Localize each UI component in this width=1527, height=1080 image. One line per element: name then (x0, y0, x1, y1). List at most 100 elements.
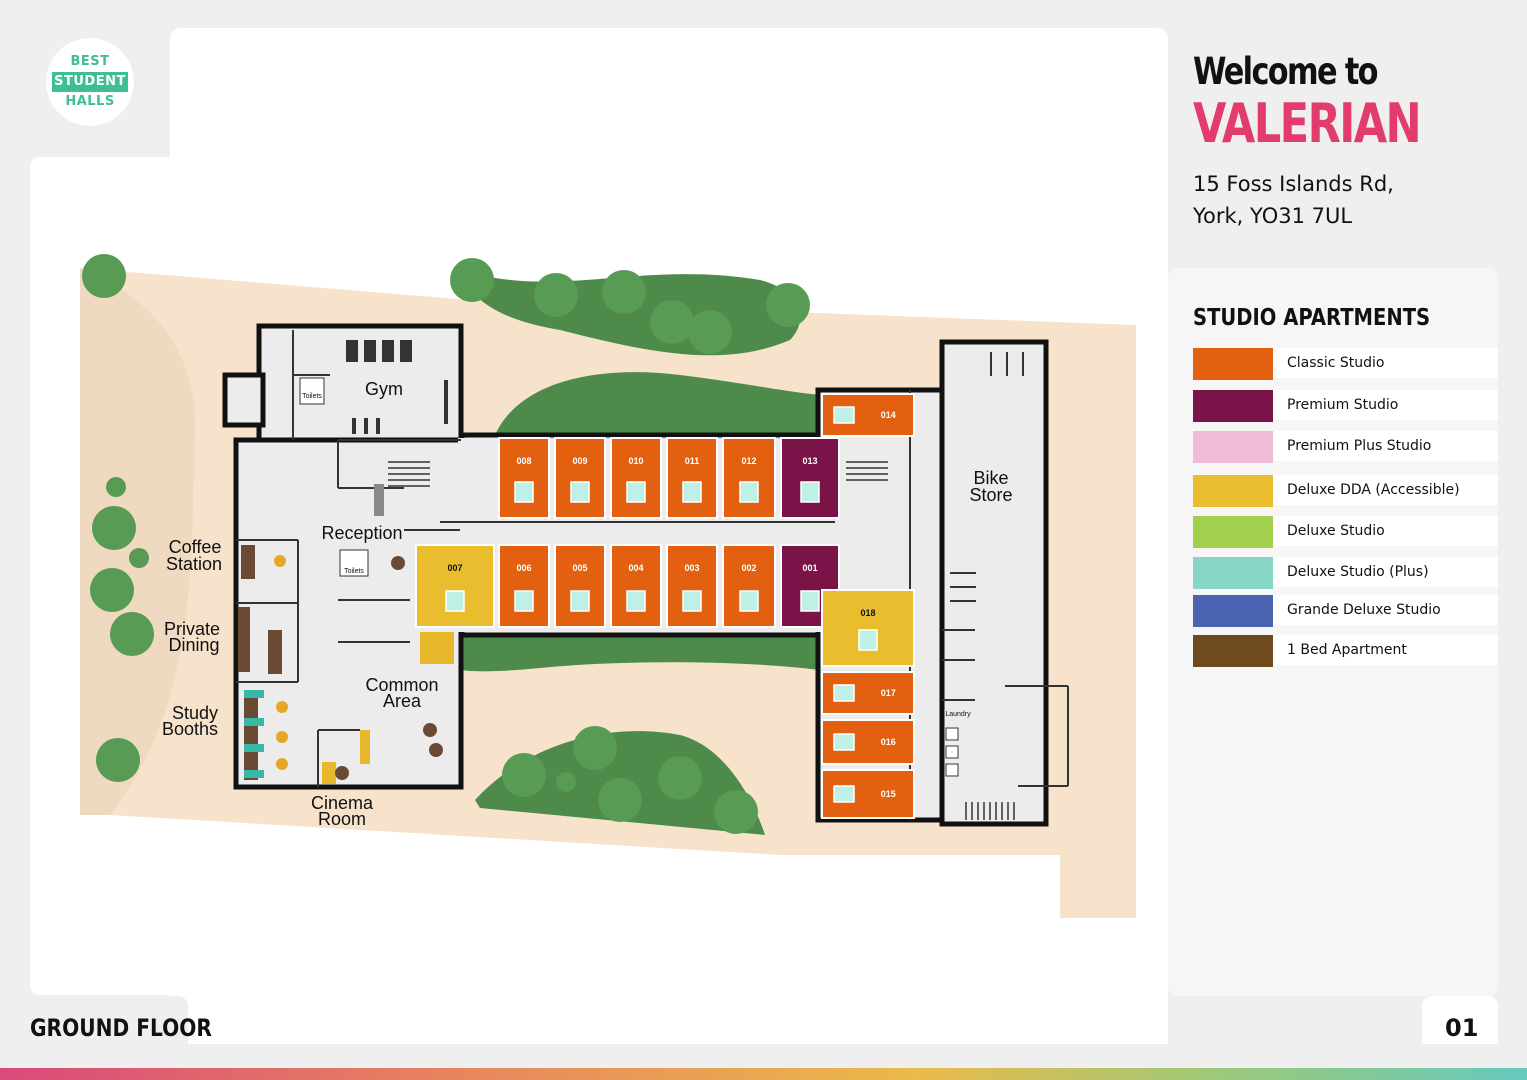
legend-item: Classic Studio (1193, 348, 1498, 380)
studio-room[interactable]: 018 (821, 589, 915, 667)
private-dining-label: Private (164, 619, 220, 639)
legend-label: Deluxe Studio (Plus) (1273, 557, 1498, 587)
weights-icon (376, 418, 380, 434)
laundry-machine-icon (945, 727, 959, 741)
room-number-label: 013 (802, 456, 817, 466)
sofa-icon (420, 632, 454, 664)
room-number-label: 017 (881, 688, 896, 698)
studio-room[interactable]: 008 (498, 437, 550, 519)
studio-room-fill (554, 437, 606, 519)
legend-label: 1 Bed Apartment (1273, 635, 1498, 665)
table-icon (276, 758, 288, 770)
studio-room[interactable]: 017 (821, 671, 915, 715)
studio-room[interactable]: 011 (666, 437, 718, 519)
tree-icon (110, 612, 154, 656)
logo-text-best: BEST (70, 54, 110, 69)
tree-icon (714, 790, 758, 834)
coffee-station-label: Coffee (169, 537, 222, 557)
studio-room[interactable]: 009 (554, 437, 606, 519)
studio-room[interactable]: 015 (821, 769, 915, 819)
page-number: 01 (1445, 1014, 1479, 1042)
legend-swatch (1193, 516, 1273, 548)
kitchen-counter-icon (238, 607, 250, 672)
area-labels: Gym Reception Coffee Station Private Din… (162, 379, 1013, 829)
table-icon (335, 766, 349, 780)
lawn-middle (462, 635, 820, 672)
bed-icon (570, 481, 590, 503)
weights-icon (364, 418, 368, 434)
bed-icon (833, 406, 855, 424)
laundry-label: Laundry (945, 711, 971, 718)
studio-room-fill (780, 437, 840, 519)
building-name: VALERIAN (1193, 92, 1422, 155)
page-number-panel (1422, 996, 1498, 1044)
furniture (238, 545, 959, 784)
legend-item: Deluxe Studio (Plus) (1193, 557, 1498, 589)
studio-room[interactable]: 005 (554, 544, 606, 628)
table-icon (423, 723, 437, 737)
weights-icon (444, 380, 448, 424)
bed-icon (833, 684, 855, 702)
studio-room[interactable]: 002 (722, 544, 776, 628)
bed-icon (739, 590, 759, 612)
table-icon (276, 731, 288, 743)
legend-swatch (1193, 557, 1273, 589)
tree-icon (82, 254, 126, 298)
studio-room-fill (415, 544, 495, 628)
room-number-label: 003 (684, 563, 699, 573)
bike-rack-icon (990, 352, 992, 376)
studio-room[interactable]: 012 (722, 437, 776, 519)
legend-swatch (1193, 431, 1273, 463)
reception-label: Reception (321, 523, 402, 543)
tree-icon (502, 753, 546, 797)
legend-swatch (1193, 635, 1273, 667)
bed-icon (514, 590, 534, 612)
bike-rack-icon (1022, 352, 1024, 376)
booth-seat-icon (244, 744, 264, 752)
best-student-halls-logo[interactable]: BEST STUDENT HALLS (46, 38, 134, 126)
legend-item: Deluxe Studio (1193, 516, 1498, 548)
bed-icon (570, 590, 590, 612)
studio-room[interactable]: 010 (610, 437, 662, 519)
studio-room[interactable]: 001 (780, 544, 840, 628)
toilets-label: Toilets (302, 393, 322, 400)
studio-room-fill (666, 544, 718, 628)
studio-room[interactable]: 013 (780, 437, 840, 519)
room-number-label: 001 (802, 563, 817, 573)
studio-room[interactable]: 014 (821, 393, 915, 437)
treadmill-icon (364, 340, 376, 362)
toilets-label: Toilets (344, 568, 364, 575)
lawn-middle-top (495, 372, 830, 435)
booth-seat-icon (244, 770, 264, 778)
studio-room[interactable]: 007 (415, 544, 495, 628)
bed-icon (858, 629, 878, 651)
studio-room-fill (498, 437, 550, 519)
common-area-label: Area (383, 691, 422, 711)
welcome-heading: Welcome to (1193, 50, 1379, 93)
tree-icon (96, 738, 140, 782)
studio-room[interactable]: 016 (821, 719, 915, 765)
room-number-label: 004 (628, 563, 643, 573)
cinema-room-label: Room (318, 809, 366, 829)
bike-rack-icon (950, 572, 976, 574)
studio-room[interactable]: 006 (498, 544, 550, 628)
floor-label-panel (30, 996, 188, 1044)
floor-label: GROUND FLOOR (30, 1014, 212, 1042)
gym-label: Gym (365, 379, 403, 399)
toilet-icon (299, 377, 325, 405)
bed-icon (800, 590, 820, 612)
studio-room-fill (666, 437, 718, 519)
legend-swatch (1193, 475, 1273, 507)
room-number-label: 009 (572, 456, 587, 466)
study-booths-label: Study (172, 703, 218, 723)
bed-icon (514, 481, 534, 503)
bed-icon (626, 590, 646, 612)
studio-room[interactable]: 003 (666, 544, 718, 628)
table-icon (274, 555, 286, 567)
cinema-room-label: Cinema (311, 793, 374, 813)
bike-store-label: Store (969, 485, 1012, 505)
legend-swatch (1193, 348, 1273, 380)
studio-room[interactable]: 004 (610, 544, 662, 628)
room-number-label: 012 (741, 456, 756, 466)
